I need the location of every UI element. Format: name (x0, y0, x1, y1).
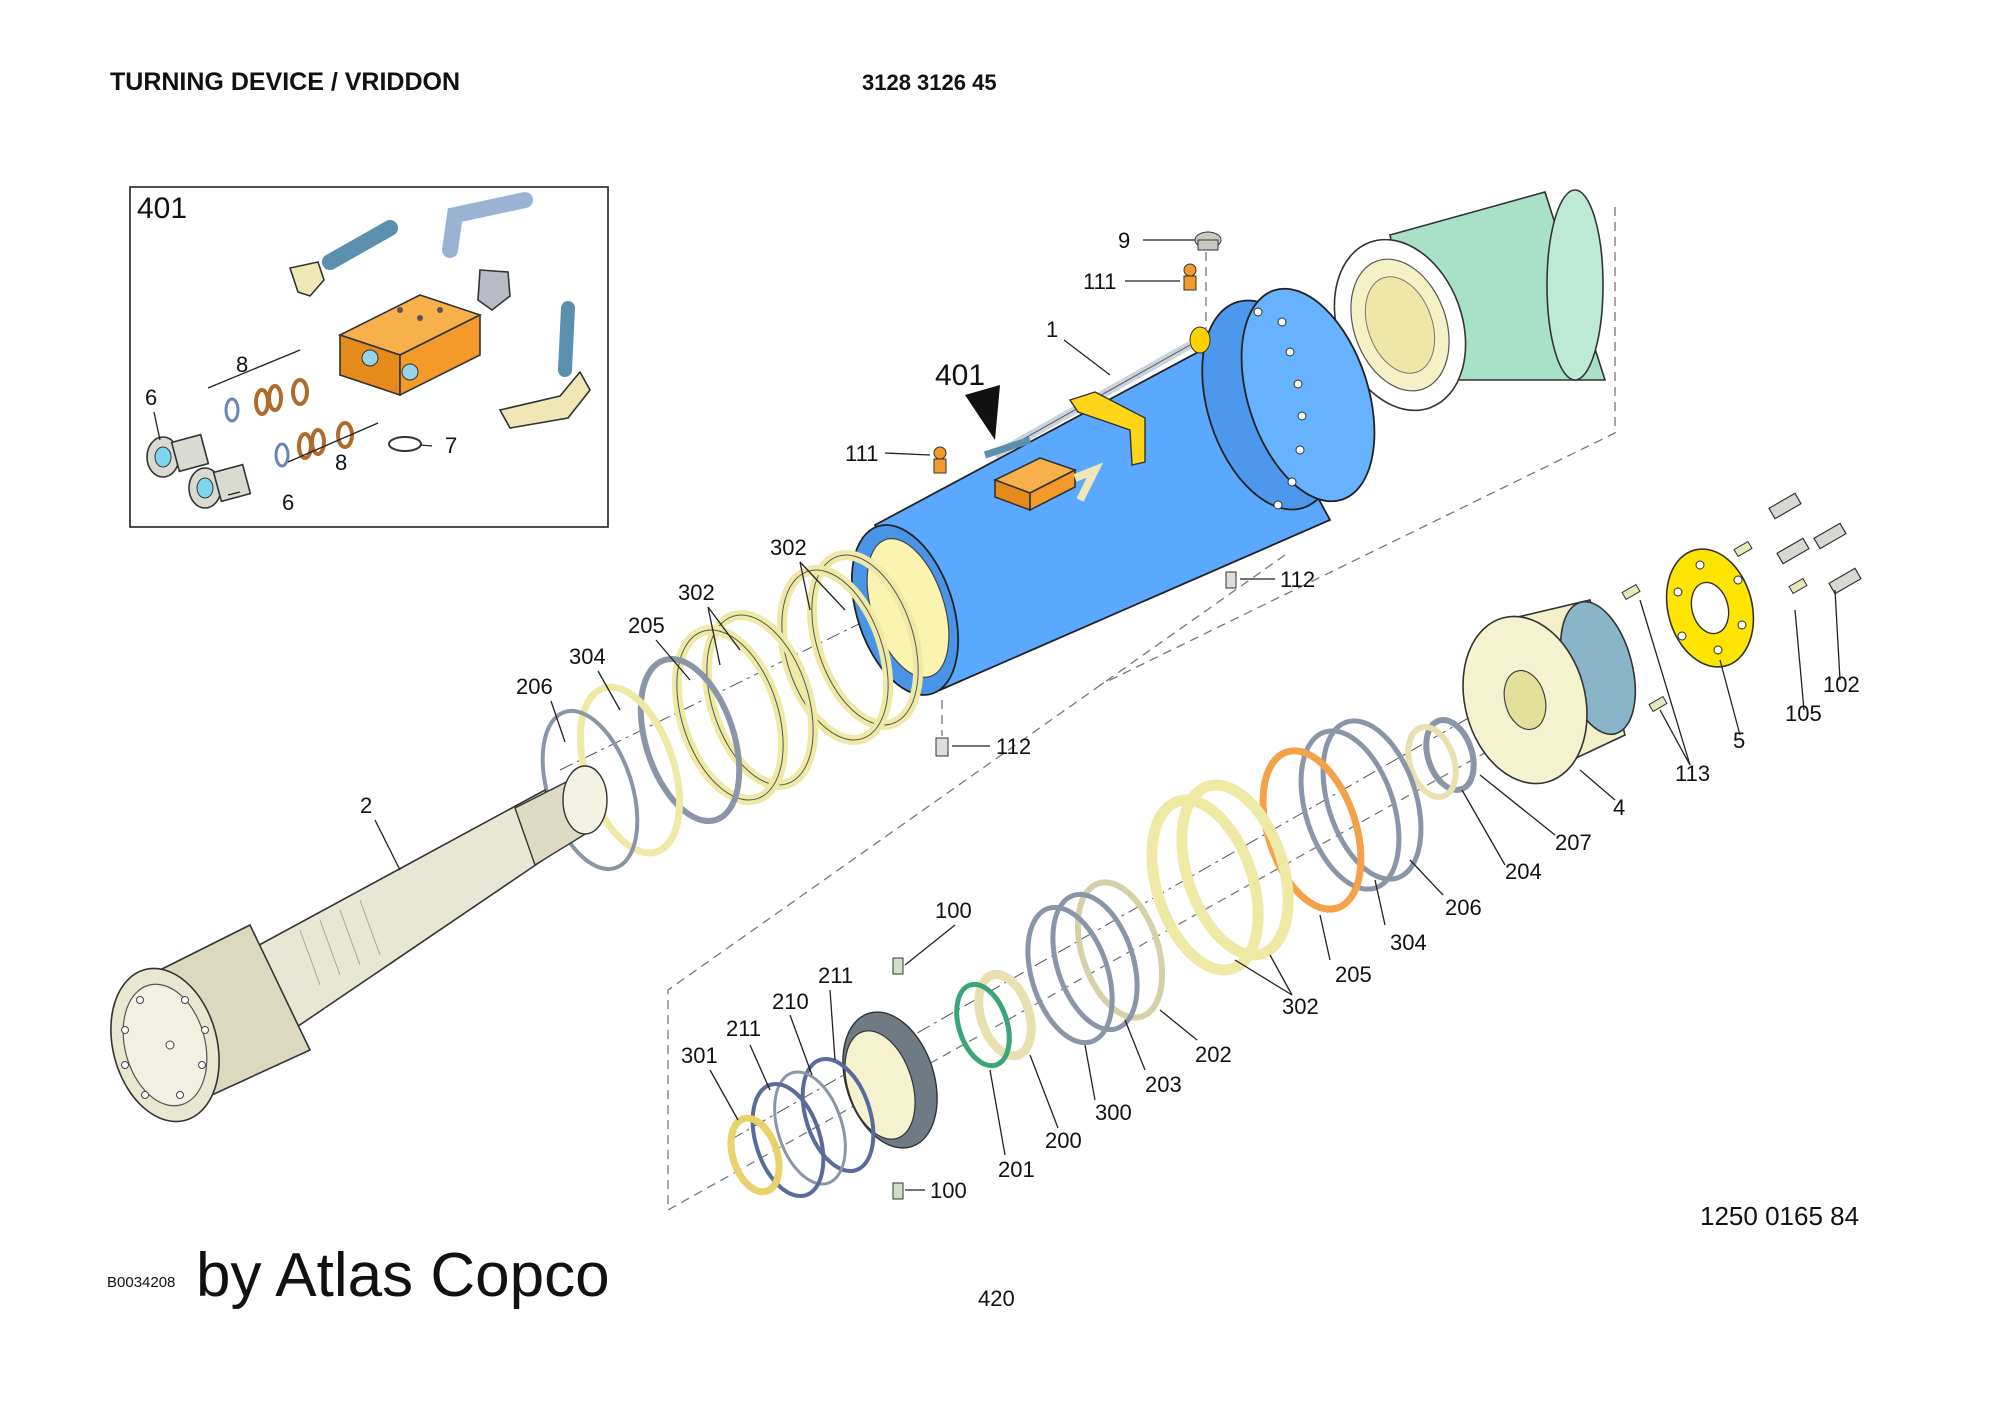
dashed-boundary-lower (667, 554, 1491, 1212)
drawing-number: 1250 0165 84 (1700, 1201, 1859, 1231)
callout-inset-8a: 8 (236, 352, 248, 377)
callout-105: 105 (1785, 701, 1822, 726)
callout-labels: 9 111 1 401 111 112 112 302 302 205 304 … (360, 228, 1860, 1203)
plug-upper (146, 433, 210, 478)
elbow-fitting-1 (288, 261, 325, 297)
callout-inset-6a: 6 (145, 385, 157, 410)
credit-text: by Atlas Copco (196, 1241, 610, 1310)
part-number: 3128 3126 45 (862, 70, 997, 95)
callout-113: 113 (1675, 761, 1710, 786)
set-screw-112-lower (935, 737, 949, 757)
inset-label: 401 (137, 192, 187, 225)
seal-rings-lower (727, 879, 1166, 1200)
filter-cartridge (1333, 189, 1607, 412)
valve-block-on-cylinder (983, 436, 1104, 512)
callout-100-upper: 100 (935, 898, 972, 923)
callout-inset-8b: 8 (335, 450, 347, 475)
hose-2 (442, 192, 533, 258)
callout-211-upper: 211 (818, 963, 853, 988)
callout-205-right: 205 (1335, 962, 1372, 987)
grease-nipple-111-upper (1183, 263, 1197, 291)
plug-lower (188, 463, 252, 509)
callout-304-right: 304 (1390, 930, 1427, 955)
callout-9: 9 (1118, 228, 1130, 253)
dashed-boundary-upper (1099, 207, 1616, 686)
callout-207: 207 (1555, 830, 1592, 855)
inset-detail-401: 401 (129, 186, 609, 528)
callout-4: 4 (1613, 795, 1625, 820)
callout-111-side: 111 (845, 441, 878, 466)
callout-205-left: 205 (628, 613, 665, 638)
o-ring (388, 436, 422, 452)
callout-206-right: 206 (1445, 895, 1482, 920)
callout-inset-7: 7 (445, 433, 457, 458)
document-code: B0034208 (107, 1274, 175, 1291)
set-screw-100-upper (892, 957, 904, 975)
callout-304-left: 304 (569, 644, 606, 669)
callout-300: 300 (1095, 1100, 1132, 1125)
callout-5: 5 (1733, 728, 1745, 753)
washers-105 (1733, 540, 1808, 595)
callout-401: 401 (935, 359, 985, 392)
set-screw-112-upper (1225, 571, 1237, 589)
callout-301: 301 (681, 1043, 718, 1068)
callout-210: 210 (772, 989, 809, 1014)
callout-302-mid: 302 (678, 580, 715, 605)
pins-113 (1621, 583, 1668, 713)
screws-102 (1768, 492, 1862, 595)
callout-202: 202 (1195, 1042, 1232, 1067)
page-title: TURNING DEVICE / VRIDDON (110, 68, 460, 96)
callout-204: 204 (1505, 859, 1542, 884)
callout-inset-6b: 6 (282, 490, 294, 515)
elbow-fitting-2 (477, 269, 511, 311)
end-cover-4 (1462, 599, 1637, 785)
page-number: 420 (978, 1286, 1015, 1311)
callout-211-lower: 211 (726, 1016, 761, 1041)
hose-1 (322, 220, 398, 270)
drive-shaft (110, 765, 608, 1123)
callout-2: 2 (360, 793, 372, 818)
grease-nipple-111-side (933, 446, 947, 474)
callout-302-top: 302 (770, 535, 807, 560)
seal-rings-right (1146, 717, 1477, 976)
elbow-fitting-3 (498, 370, 591, 429)
callout-203: 203 (1145, 1072, 1182, 1097)
flange-ring-5 (1665, 548, 1755, 668)
set-screw-100-lower (892, 1182, 904, 1200)
callout-201: 201 (998, 1157, 1035, 1182)
seal-kit-lower (274, 421, 354, 468)
leader-lines (374, 239, 1841, 1191)
callout-206-left: 206 (516, 674, 553, 699)
callout-100-lower: 100 (930, 1178, 967, 1203)
valve-block (337, 294, 483, 397)
callout-302-right: 302 (1282, 994, 1319, 1019)
callout-200: 200 (1045, 1128, 1082, 1153)
seal-kit-upper (224, 378, 309, 423)
callout-1: 1 (1046, 317, 1058, 342)
callout-102: 102 (1823, 672, 1860, 697)
mounting-bracket (1068, 391, 1146, 466)
hose-3 (558, 301, 575, 377)
callout-112-upper: 112 (1280, 567, 1315, 592)
callout-112-lower: 112 (996, 734, 1031, 759)
piston-rings-left (540, 550, 924, 872)
callout-111-upper: 111 (1083, 269, 1116, 294)
plug-9 (1194, 231, 1222, 251)
